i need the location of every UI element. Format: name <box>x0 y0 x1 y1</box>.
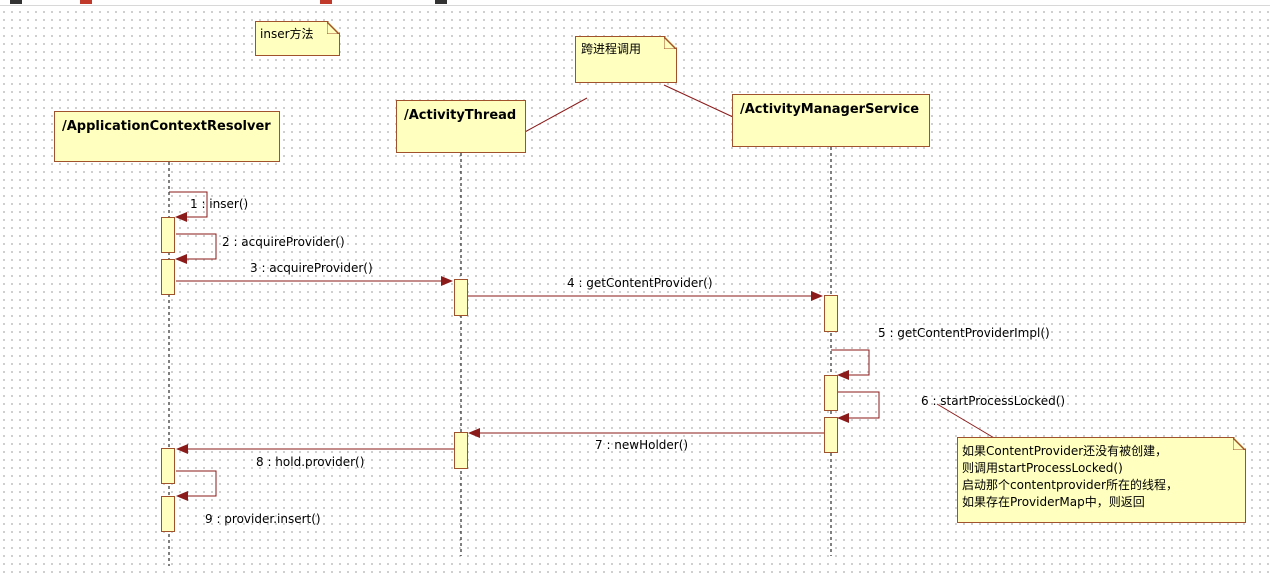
note-text: 跨进程调用 <box>581 42 642 56</box>
message-label-3[interactable]: 3 : acquireProvider() <box>250 261 373 275</box>
lifeline-title: /ApplicationContextResolver <box>62 119 271 134</box>
message-label-8[interactable]: 8 : hold.provider() <box>256 455 365 469</box>
note-cross-process[interactable]: 跨进程调用 <box>575 36 677 83</box>
lifeline-head-resolver[interactable]: /ApplicationContextResolver <box>54 111 280 162</box>
lifeline-head-ams[interactable]: /ActivityManagerService <box>732 94 930 147</box>
toolbar-icon[interactable] <box>10 0 22 4</box>
activation-bar <box>161 259 175 295</box>
note-insert-method[interactable]: inser方法 <box>255 21 340 56</box>
note-text: inser方法 <box>260 27 314 41</box>
message-label-1[interactable]: 1 : inser() <box>190 197 249 211</box>
activation-bar <box>824 375 838 411</box>
message-label-2[interactable]: 2 : acquireProvider() <box>222 235 345 249</box>
message-label-7[interactable]: 7 : newHolder() <box>595 438 689 452</box>
message-arrow-1 <box>169 191 208 222</box>
note-line: 启动那个contentprovider所在的线程， <box>962 478 1178 492</box>
message-label-5[interactable]: 5 : getContentProviderImpl() <box>878 326 1050 340</box>
message-label-4[interactable]: 4 : getContentProvider() <box>567 276 713 290</box>
toolbar-icon[interactable] <box>435 0 447 4</box>
message-arrow-9 <box>176 470 217 501</box>
message-arrow-2 <box>175 233 217 264</box>
note-fold-icon <box>664 37 676 49</box>
note-line: 则调用startProcessLocked() <box>962 461 1123 475</box>
activation-bar <box>824 417 838 453</box>
note-connector <box>522 97 588 134</box>
activation-bar <box>161 448 175 484</box>
activation-bar <box>454 279 468 316</box>
activation-bar <box>161 217 175 253</box>
activation-bar <box>824 295 838 332</box>
message-arrow-5 <box>831 349 870 380</box>
note-fold-icon <box>327 22 339 34</box>
activation-bar <box>454 432 468 469</box>
note-explanation[interactable]: 如果ContentProvider还没有被创建， 则调用startProcess… <box>957 437 1246 523</box>
note-line: 如果ContentProvider还没有被创建， <box>962 444 1168 458</box>
message-arrow-6 <box>837 391 880 423</box>
note-fold-icon <box>1233 438 1245 450</box>
note-line: 如果存在ProviderMap中，则返回 <box>962 495 1145 509</box>
activation-bar <box>161 496 175 532</box>
lifeline-title: /ActivityManagerService <box>740 102 920 117</box>
lifeline-head-thread[interactable]: /ActivityThread <box>396 100 526 153</box>
toolbar-icon[interactable] <box>320 0 332 4</box>
note-connector <box>663 84 734 118</box>
toolbar-icon[interactable] <box>80 0 92 4</box>
message-label-9[interactable]: 9 : provider.insert() <box>205 512 321 526</box>
message-label-6[interactable]: 6 : startProcessLocked() <box>921 394 1066 408</box>
toolbar-strip <box>0 0 1270 6</box>
lifeline-title: /ActivityThread <box>404 108 517 123</box>
